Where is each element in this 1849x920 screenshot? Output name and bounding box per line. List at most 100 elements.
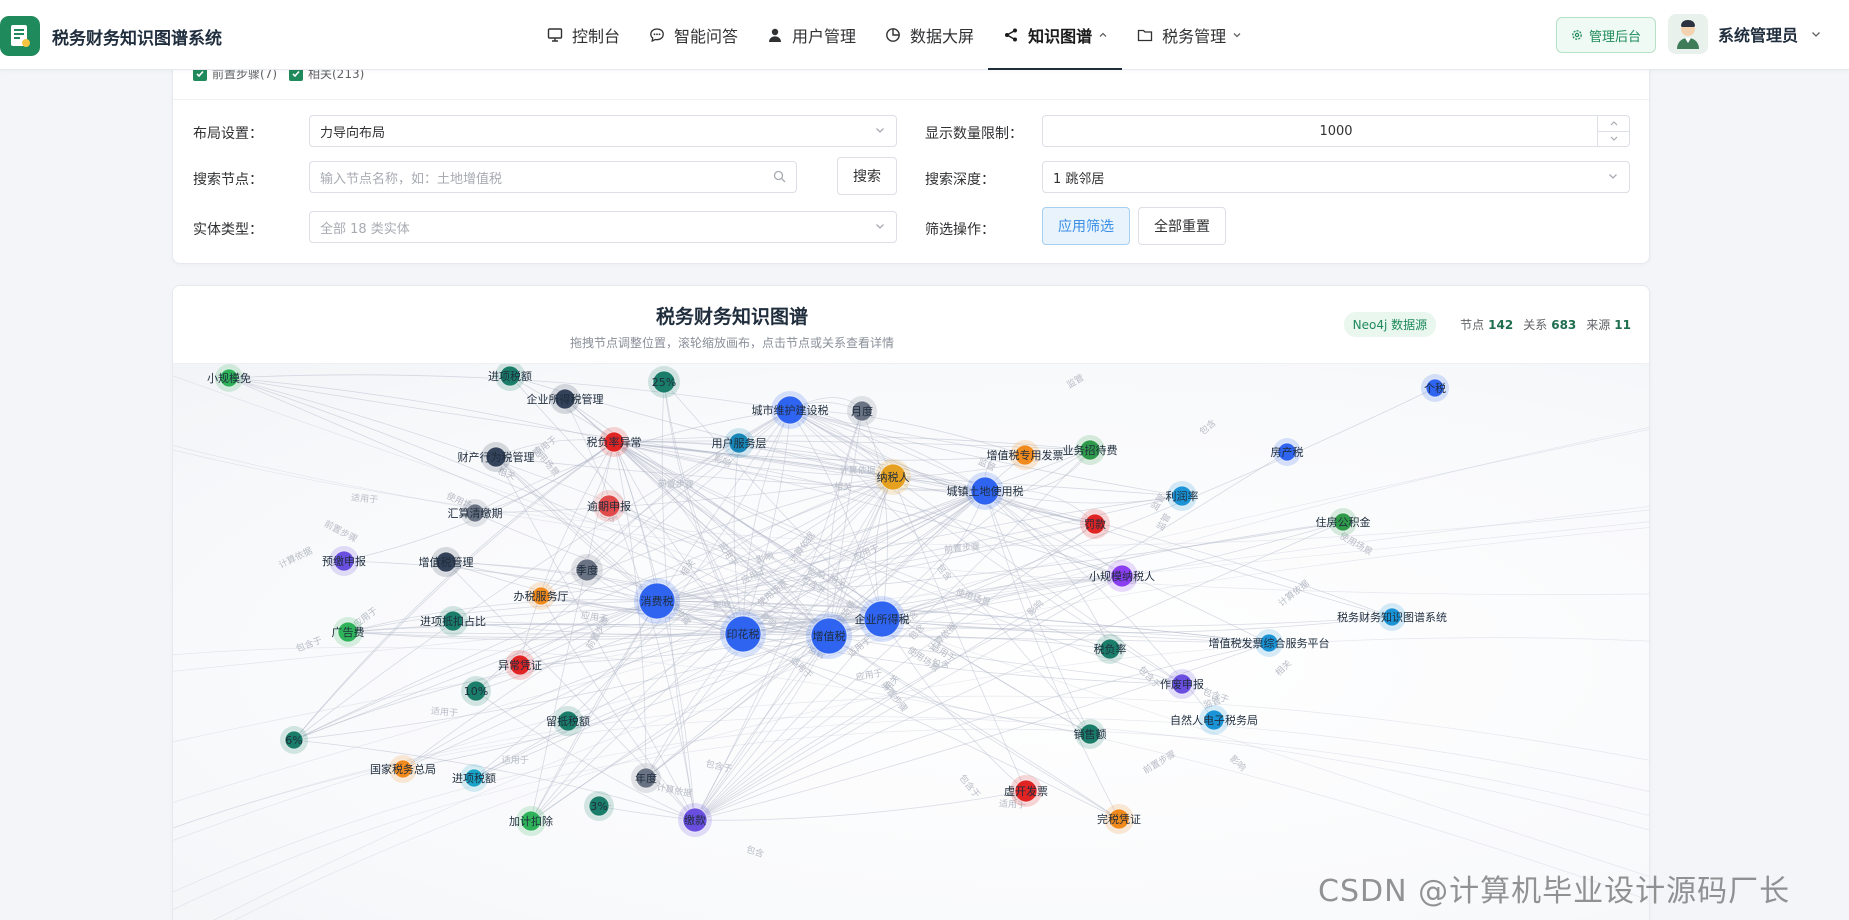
graph-edge[interactable] [789,409,1183,685]
graph-edge[interactable] [519,441,615,666]
graph-edge[interactable] [474,512,830,637]
graph-node[interactable]: 利润率 [1166,481,1199,511]
graph-edge[interactable] [789,409,1026,456]
graph-edge[interactable] [293,600,658,741]
graph-edge[interactable] [663,381,883,620]
graph-edge[interactable] [519,618,883,666]
graph-node[interactable]: 办税服务厅 [514,582,569,610]
graph-node[interactable]: 税负率异常 [587,427,642,457]
checkbox-prerequisite[interactable]: 前置步骤(7) [193,65,277,82]
graph-node[interactable]: 税负率 [1094,634,1127,664]
graph-edge[interactable] [613,441,696,821]
graph-edge[interactable] [656,600,1270,644]
graph-node[interactable]: 财产行为税管理 [458,442,535,472]
graph-node[interactable]: 年度 [631,763,661,793]
graph-node[interactable]: 缴款 [678,803,712,837]
node-circle[interactable] [333,550,355,572]
graph-edge[interactable] [530,476,894,822]
graph-node[interactable]: 小规模纳税人 [1089,560,1155,592]
graph-edge[interactable] [984,490,1123,577]
graph-edge[interactable] [586,409,791,571]
graph-edge[interactable] [861,410,888,620]
graph-node[interactable]: 企业所得税管理 [527,384,604,414]
graph-edge[interactable] [173,647,1650,901]
nav-big-screen[interactable]: 数据大屏 [870,0,988,70]
node-circle[interactable] [575,558,599,582]
node-circle[interactable] [1079,439,1101,461]
graph-node[interactable]: 虚开发票 [1004,775,1048,807]
node-circle[interactable] [1014,444,1036,466]
graph-edge[interactable] [789,409,986,492]
graph-edge[interactable] [445,561,696,821]
node-circle[interactable] [682,807,708,833]
graph-edge[interactable] [173,728,1650,910]
node-circle[interactable] [499,365,521,387]
graph-edge[interactable] [613,441,830,637]
graph-edge[interactable] [173,695,1650,829]
node-circle[interactable] [724,615,762,653]
graph-edge[interactable] [173,637,1650,920]
graph-node[interactable]: 城市维护建设税 [752,391,829,429]
graph-edge[interactable] [694,451,1288,821]
graph-edge[interactable] [694,575,1123,821]
search-button[interactable]: 搜索 [837,157,897,195]
graph-edge[interactable] [738,441,894,478]
graph-edge[interactable] [656,523,1096,602]
graph-edge[interactable] [173,375,1650,877]
node-circle[interactable] [970,476,1000,506]
graph-edge[interactable] [613,441,986,492]
graph-edge[interactable] [656,449,1091,602]
graph-edge[interactable] [984,449,1091,493]
graph-edge[interactable] [564,398,883,620]
graph-edge[interactable] [984,490,1393,618]
depth-select[interactable]: 1 跳邻居 [1042,161,1630,193]
reset-all-button[interactable]: 全部重置 [1138,207,1226,245]
node-circle[interactable] [1382,607,1402,627]
graph-edge[interactable] [828,635,1120,820]
graph-edge[interactable] [733,442,744,635]
graph-edge[interactable] [656,600,1091,735]
graph-node[interactable]: 企业所得税 [855,596,910,642]
graph-edge[interactable] [613,441,894,478]
graph-edge[interactable] [789,409,1183,497]
graph-node[interactable]: 增值税专用发票 [987,440,1064,470]
nav-dashboard[interactable]: 控制台 [532,0,634,70]
node-circle[interactable] [485,446,507,468]
graph-edge[interactable] [828,476,894,637]
node-circle[interactable] [554,388,576,410]
graph-edge[interactable] [656,600,1120,820]
graph-edge[interactable] [613,441,744,635]
graph-edge[interactable] [540,595,830,637]
graph-edge[interactable] [742,633,1183,685]
graph-edge[interactable] [742,490,986,635]
graph-edge[interactable] [530,600,658,822]
graph-node[interactable]: 25% [648,366,680,398]
graph-node[interactable]: 3% [584,791,614,821]
graph-edge[interactable] [645,635,830,779]
graph-edge[interactable] [892,476,1183,685]
brand[interactable]: 税务财务知识图谱系统 [0,16,222,56]
graph-edge[interactable] [474,476,894,514]
node-circle[interactable] [1099,638,1121,660]
graph-node[interactable]: 国家税务总局 [370,755,436,783]
graph-edge[interactable] [495,456,986,492]
node-circle[interactable] [520,810,542,832]
graph-edge[interactable] [347,623,744,635]
graph-edge[interactable] [789,409,894,478]
graph-edge[interactable] [293,739,696,821]
graph-edge[interactable] [473,476,894,779]
graph-edge[interactable] [173,527,1650,841]
node-circle[interactable] [810,617,848,655]
node-circle[interactable] [465,680,487,702]
graph-edge[interactable] [656,600,1270,644]
node-circle[interactable] [588,795,610,817]
graph-node[interactable]: 住房公积金 [1316,508,1371,536]
graph-edge[interactable] [613,441,1111,650]
graph-edge[interactable] [828,476,894,637]
graph-edge[interactable] [613,441,1096,525]
graph-node[interactable]: 加计扣除 [509,806,553,836]
graph-edge[interactable] [789,409,1123,577]
node-circle[interactable] [284,730,304,750]
graph-edge[interactable] [881,387,1436,620]
graph-edge[interactable] [881,575,1123,620]
